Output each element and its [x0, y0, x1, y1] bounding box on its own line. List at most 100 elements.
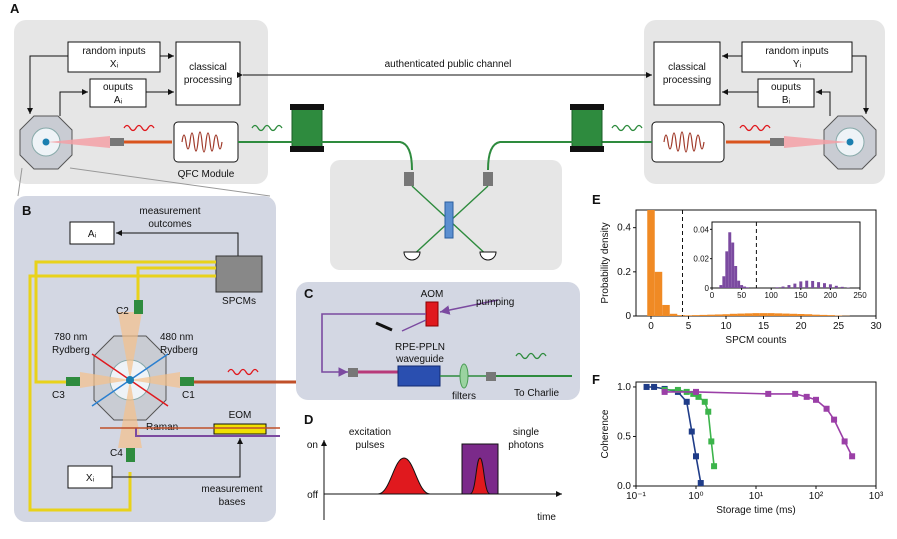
left-xi-label: Xᵢ: [110, 59, 119, 70]
chart-e-inset-bar: [737, 281, 740, 288]
right-spool-top: [570, 104, 604, 110]
c-waveguide: [398, 366, 440, 386]
chart-e-inset-bar: [823, 283, 826, 288]
chart-f-frame: [636, 382, 876, 486]
chart-e-xtick-label: 30: [870, 321, 882, 332]
chart-f-point: [792, 391, 798, 397]
chart-e-inset-bar: [799, 281, 802, 288]
c-aom-box: [426, 302, 438, 326]
chart-e-inset-bar: [782, 287, 785, 288]
chart-e-inset-bar: [719, 285, 722, 288]
chart-e-inset-bar: [776, 287, 779, 288]
chart-e-bar: [812, 315, 820, 316]
charlie-beamsplitter: [445, 202, 453, 238]
chart-e-inset-bar: [793, 284, 796, 288]
chart-f-series-line: [665, 392, 853, 456]
left-spool-top: [290, 104, 324, 110]
panel-b-label: B: [22, 203, 31, 218]
chart-f-point: [765, 391, 771, 397]
chart-e-inset-ytick-label: 0.04: [693, 225, 709, 234]
right-bi-label: Bᵢ: [782, 95, 791, 106]
chart-e-ytick-label: 0.4: [617, 223, 631, 234]
chart-f-point: [651, 384, 657, 390]
c-filters-label: filters: [452, 391, 476, 402]
chart-f-point: [708, 438, 714, 444]
chart-e-inset-bar: [841, 287, 844, 288]
chart-e-inset-bar: [817, 282, 820, 288]
d-single-label-2: photons: [508, 440, 544, 451]
chart-e-inset-bar: [787, 285, 790, 288]
panel-a-label: A: [10, 1, 20, 16]
chart-e-bar: [647, 210, 655, 316]
left-spool-bottom: [290, 146, 324, 152]
right-classical-label-1: classical: [668, 62, 706, 73]
left-classical-label-1: classical: [189, 62, 227, 73]
b-c4-label: C4: [110, 448, 123, 459]
chart-f-ytick-label: 0.0: [617, 481, 631, 492]
b-c1-coupler: [180, 377, 194, 386]
chart-e-inset-xtick-label: 100: [765, 291, 779, 300]
left-random-inputs-label: random inputs: [82, 46, 145, 57]
chart-e-inset-bar: [746, 287, 749, 288]
left-fiber-coupler: [110, 138, 124, 146]
chart-e-bar: [827, 315, 835, 316]
chart-e-bar: [670, 314, 678, 316]
chart-e-inset-bar: [731, 243, 734, 288]
chart-e-bar: [760, 313, 768, 316]
chart-e-inset-bar: [728, 232, 731, 288]
chart-f-point: [849, 453, 855, 459]
chart-e-bar: [662, 305, 670, 316]
chart-e-inset-bar: [734, 266, 737, 288]
b-spcms-label: SPCMs: [222, 296, 256, 307]
chart-f-point: [804, 394, 810, 400]
right-green-photon-icon: [612, 126, 642, 131]
chart-e-xtick-label: 25: [833, 321, 845, 332]
chart-f-point: [824, 406, 830, 412]
c-charlie-label: To Charlie: [514, 388, 559, 399]
c-waveguide-label-2: waveguide: [395, 354, 444, 365]
chart-f-xtick-label: 10⁻¹: [626, 491, 646, 502]
chart-f-point: [693, 453, 699, 459]
chart-e-bar: [782, 314, 790, 316]
chart-e-inset-bar: [743, 287, 746, 288]
c-aom-label: AOM: [421, 289, 444, 300]
chart-e-inset-ytick-label: 0.02: [693, 255, 709, 264]
chart-e-inset-bar: [829, 284, 832, 288]
chart-f-xlabel: Storage time (ms): [716, 505, 795, 516]
chart-e-bar: [722, 314, 730, 316]
chart-f-ylabel: Coherence: [600, 409, 611, 458]
right-outputs-label: ouputs: [771, 82, 801, 93]
chart-e-inset-bar: [725, 251, 728, 288]
chart-e-xtick-label: 15: [758, 321, 770, 332]
chart-f-point: [698, 480, 704, 486]
public-channel-label: authenticated public channel: [385, 59, 512, 70]
chart-e-bar: [752, 313, 760, 316]
b-measurement-outcomes-2: outcomes: [148, 219, 191, 230]
chart-e-bar: [737, 314, 745, 316]
b-eom-box: [214, 424, 266, 434]
chart-f-point: [842, 438, 848, 444]
chart-f-point: [644, 384, 650, 390]
b-c3-coupler: [66, 377, 80, 386]
chart-e-xtick-label: 20: [795, 321, 807, 332]
chart-f-point: [684, 399, 690, 405]
chart-f-point: [831, 417, 837, 423]
chart-f-point: [705, 409, 711, 415]
c-input-coupler: [348, 368, 358, 377]
b-780-label-2: Rydberg: [52, 345, 90, 356]
b-spcms-box: [216, 256, 262, 292]
chart-e-inset-bar: [835, 286, 838, 288]
chart-e-bar: [700, 315, 708, 316]
chart-e-inset-bar: [740, 285, 743, 288]
d-single-label-1: single: [513, 427, 540, 438]
b-measurement-outcomes-1: measurement: [139, 206, 200, 217]
b-xi-label: Xᵢ: [86, 473, 95, 484]
chart-e-xtick-label: 0: [648, 321, 654, 332]
chart-f-xtick-label: 10¹: [749, 491, 764, 502]
d-excitation-label-2: pulses: [356, 440, 385, 451]
chart-e-bar: [707, 315, 715, 316]
c-output-coupler: [486, 372, 496, 381]
d-excitation-pulse: [378, 458, 430, 494]
